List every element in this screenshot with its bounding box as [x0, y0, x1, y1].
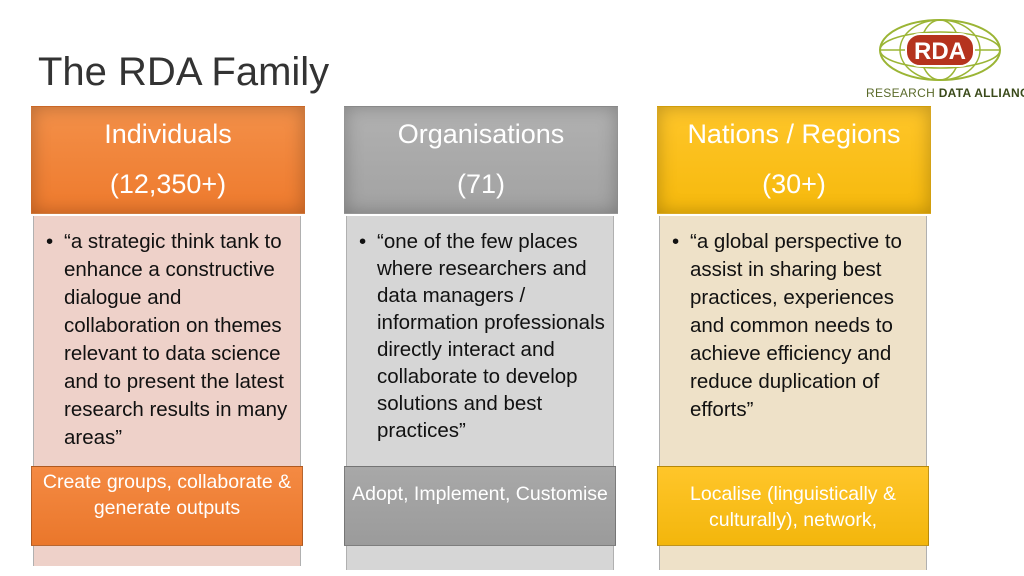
- quote-text: “a global perspective to assist in shari…: [672, 228, 920, 424]
- column-footer: Create groups, collaborate & generate ou…: [31, 466, 303, 546]
- column-title: Nations / Regions: [687, 119, 901, 149]
- logo-tagline: RESEARCH DATA ALLIANCE: [866, 86, 1024, 100]
- column-footer: Localise (linguistically & culturally), …: [657, 466, 929, 546]
- quote-text: “one of the few places where researchers…: [359, 228, 607, 444]
- column-header: Individuals (12,350+): [31, 106, 305, 214]
- column-header: Organisations (71): [344, 106, 618, 214]
- logo-tagline-a: RESEARCH: [866, 86, 939, 100]
- column-title: Organisations: [397, 119, 565, 149]
- column-individuals: Individuals (12,350+) “a strategic think…: [31, 106, 305, 566]
- column-title: Individuals: [104, 119, 232, 149]
- column-count: (12,350+): [109, 169, 227, 199]
- column-nations-regions: Nations / Regions (30+) “a global perspe…: [657, 106, 931, 570]
- column-header: Nations / Regions (30+): [657, 106, 931, 214]
- logo-abbr: RDA: [914, 38, 966, 65]
- column-count: (30+): [762, 169, 826, 199]
- column-footer: Adopt, Implement, Customise: [344, 466, 616, 546]
- logo-tagline-b: DATA ALLIANCE: [938, 86, 1024, 100]
- column-organisations: Organisations (71) “one of the few place…: [344, 106, 618, 570]
- column-count: (71): [456, 169, 505, 199]
- slide-title: The RDA Family: [38, 50, 330, 94]
- quote-text: “a strategic think tank to enhance a con…: [46, 228, 294, 452]
- rda-logo-icon: RDA: [879, 19, 1001, 81]
